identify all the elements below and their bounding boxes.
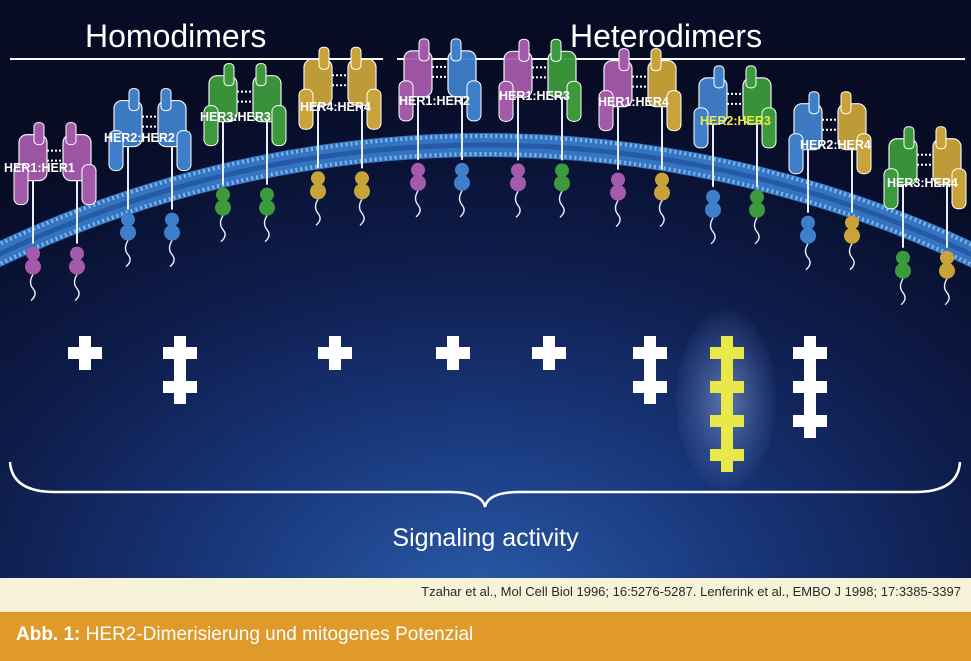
activity-column (315, 336, 355, 370)
activity-column (160, 336, 200, 404)
plus-mark (710, 438, 744, 472)
caption-bar: Abb. 1: HER2-Dimerisierung und mitogenes… (0, 612, 971, 661)
dimer-label: HER4:HER4 (300, 100, 371, 114)
dimer-label-highlighted: HER2:HER3 (700, 114, 771, 128)
figure-panel: Homodimers Heterodimers HER1:HER1 HER2:H… (0, 0, 971, 578)
receptor-dimer-glyph (693, 65, 777, 245)
signaling-activity-label: Signaling activity (392, 524, 579, 552)
cell-membrane (0, 133, 971, 268)
receptor-dimer-glyph (298, 46, 382, 226)
caption-text: HER2-Dimerisierung und mitogenes Potenzi… (85, 624, 474, 645)
activity-column (790, 336, 830, 438)
plus-mark (793, 370, 827, 404)
dimer-label: HER1:HER4 (598, 95, 669, 109)
dimer-label: HER3:HER4 (887, 176, 958, 190)
heterodimers-title: Heterodimers (570, 18, 763, 54)
receptor-dimer-glyph (13, 122, 97, 302)
plus-mark (163, 336, 197, 370)
dimer-label: HER1:HER3 (499, 89, 570, 103)
homodimers-title: Homodimers (85, 18, 267, 54)
receptor-dimer-glyph (398, 38, 482, 218)
plus-mark (318, 336, 352, 370)
receptor-dimer-glyph (788, 91, 872, 271)
activity-column (630, 336, 670, 404)
activity-column-highlighted (707, 336, 747, 472)
caption-prefix: Abb. 1: (16, 624, 81, 645)
plus-mark (633, 336, 667, 370)
plus-mark (793, 404, 827, 438)
membrane-scene (0, 38, 971, 508)
activity-column (65, 336, 105, 370)
dimer-label: HER1:HER2 (399, 94, 470, 108)
receptor-dimer-glyph (498, 38, 582, 218)
dimer-label: HER2:HER2 (104, 131, 175, 145)
receptor-dimer-glyph (203, 63, 287, 243)
dimer-label: HER2:HER4 (800, 138, 871, 152)
plus-mark (793, 336, 827, 370)
plus-mark (710, 370, 744, 404)
receptor-dimers (13, 38, 967, 306)
plus-mark (710, 404, 744, 438)
dimer-label: HER3:HER3 (200, 110, 271, 124)
plus-mark (532, 336, 566, 370)
plus-mark (436, 336, 470, 370)
receptor-dimer-glyph (108, 88, 192, 268)
activity-column (529, 336, 569, 370)
citation-text: Tzahar et al., Mol Cell Biol 1996; 16:52… (421, 584, 961, 599)
plus-mark (68, 336, 102, 370)
activity-column (433, 336, 473, 370)
plus-mark (163, 370, 197, 404)
plus-mark (633, 370, 667, 404)
signaling-brace (8, 461, 962, 508)
dimer-label: HER1:HER1 (4, 161, 75, 175)
plus-mark (710, 336, 744, 370)
receptor-dimer-glyph (883, 126, 967, 306)
receptor-dimer-glyph (598, 48, 682, 228)
citation-bar: Tzahar et al., Mol Cell Biol 1996; 16:52… (0, 578, 971, 612)
